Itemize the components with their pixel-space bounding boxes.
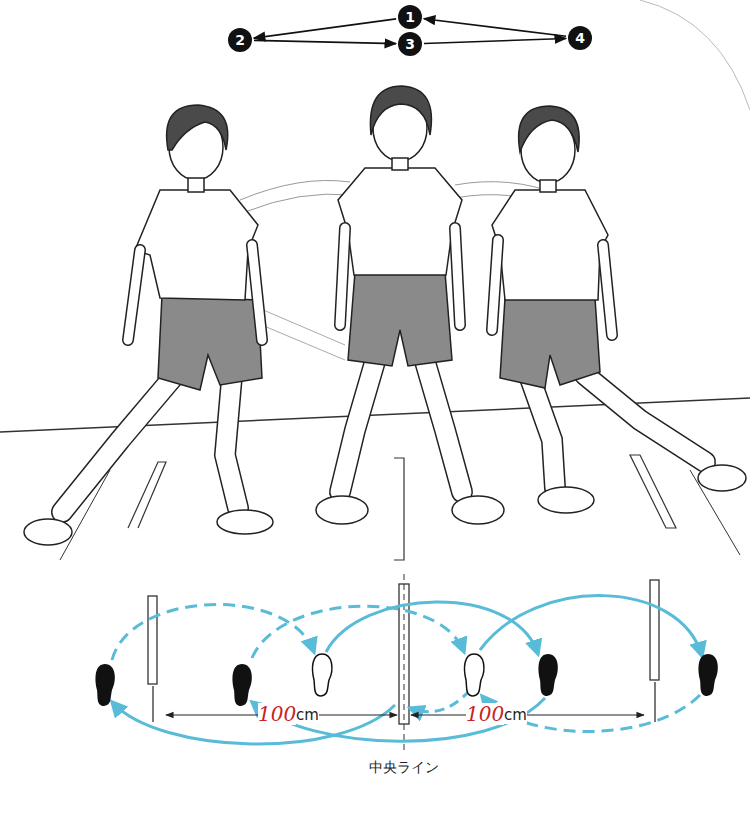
dimension-line [153, 682, 655, 722]
person-center [316, 86, 504, 524]
step-arrow [254, 40, 396, 43]
dimension-unit: cm [296, 707, 319, 724]
step-number: 2 [228, 28, 252, 52]
dimension-value: 100 [466, 703, 504, 725]
footprint [96, 654, 718, 706]
floor-line-marker [148, 596, 157, 684]
center-axis [404, 574, 405, 752]
step-number: 3 [398, 32, 422, 56]
line-label: 中央ライン [369, 760, 439, 775]
step-number: 4 [568, 26, 592, 50]
floor-line-marker [650, 580, 659, 680]
person-left [24, 105, 273, 545]
step-number-text: 1 [405, 10, 415, 24]
step-path [112, 596, 702, 744]
floor-marker [630, 455, 676, 528]
step-arrow [424, 38, 566, 43]
floor-marker [394, 458, 404, 560]
step-number-text: 2 [235, 33, 245, 47]
step-number: 1 [398, 5, 422, 29]
page-edge [640, 0, 750, 110]
step-arrow [424, 19, 566, 37]
dimension-unit: cm [504, 707, 527, 724]
step-number-text: 3 [405, 37, 415, 51]
step-number-text: 4 [575, 31, 585, 45]
step-arrow [254, 19, 396, 38]
motion-line [245, 194, 352, 212]
floor-marker [128, 462, 166, 528]
person-right [492, 106, 746, 513]
dimension-value: 100 [258, 703, 296, 725]
